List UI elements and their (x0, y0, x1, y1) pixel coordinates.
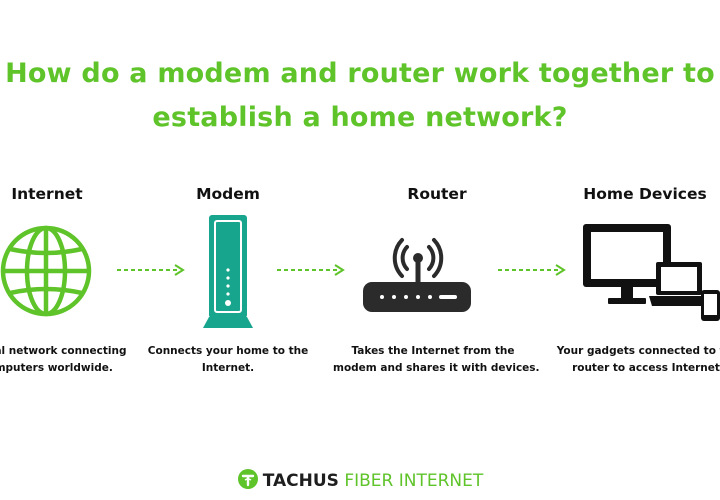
step-label-internet: Internet (11, 185, 83, 203)
title-line-2: establish a home network? (152, 102, 568, 133)
brand-footer: TACHUS FIBER INTERNET (0, 468, 720, 494)
brand-tagline: FIBER INTERNET (338, 471, 484, 491)
arrow-right-icon (498, 264, 566, 276)
globe-icon (0, 225, 92, 317)
step-desc-internet: Global network connecting computers worl… (0, 345, 127, 374)
brand-name: TACHUS (262, 471, 339, 491)
arrow-right-icon (117, 264, 185, 276)
step-label-router: Router (407, 185, 467, 203)
diagram-title: How do a modem and router work together … (0, 52, 720, 140)
step-label-home-devices: Home Devices (583, 185, 707, 203)
modem-icon (203, 215, 253, 328)
step-desc-modem: Connects your home to the Internet. (147, 345, 309, 374)
router-icon (363, 238, 471, 312)
step-label-modem: Modem (196, 185, 260, 203)
devices-icon (583, 224, 720, 321)
step-desc-home-devices: Your gadgets connected to the router to … (556, 345, 720, 374)
step-desc-router: Takes the Internet from the modem and sh… (333, 345, 540, 374)
title-line-1: How do a modem and router work together … (5, 58, 715, 89)
arrow-right-icon (277, 264, 345, 276)
tachus-logo-icon (237, 469, 258, 489)
